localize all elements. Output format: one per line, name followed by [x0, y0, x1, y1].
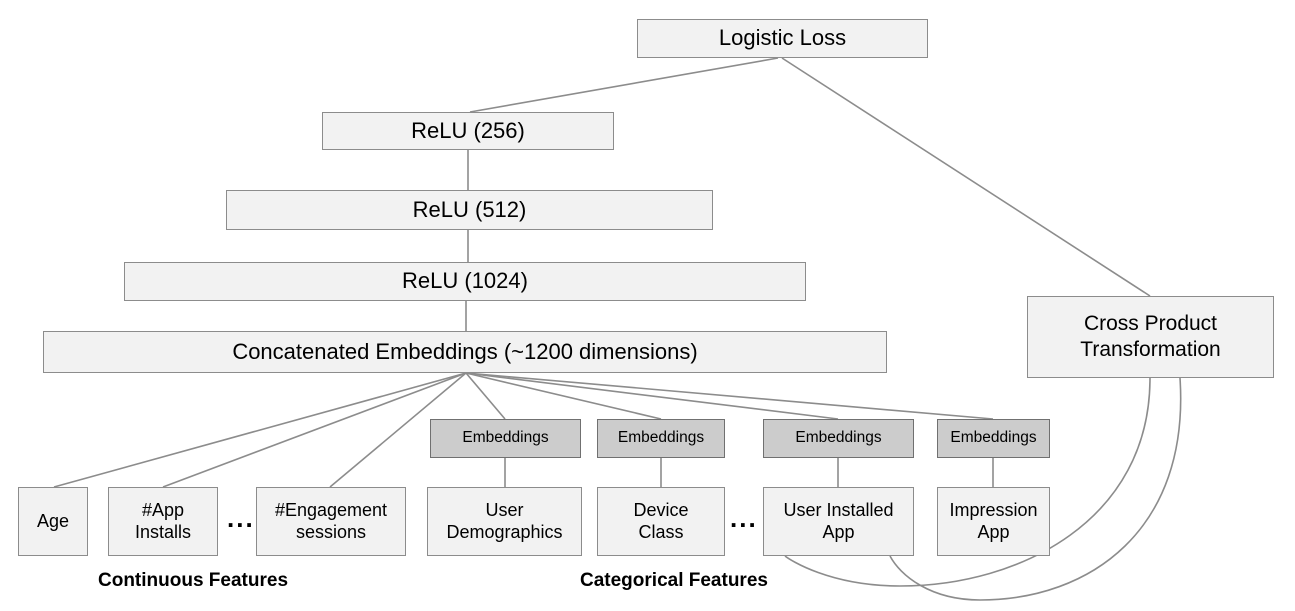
group-label-continuous-features: Continuous Features	[98, 570, 289, 591]
node-feature-impression-app-line2: App	[977, 521, 1010, 542]
node-concatenated-embeddings-label: Concatenated Embeddings (~1200 dimension…	[232, 338, 698, 364]
node-feature-device-class-line1: Device	[633, 499, 689, 520]
node-feature-impression-app-line1: Impression	[949, 499, 1038, 520]
node-feature-user-installed-app-line1: User Installed	[783, 499, 894, 520]
node-feature-app-installs[interactable]: #App Installs	[108, 487, 218, 556]
node-feature-engagement-sessions-line1: #Engagement	[274, 499, 388, 520]
node-feature-app-installs-line2: Installs	[134, 521, 192, 542]
node-relu-512[interactable]: ReLU (512)	[226, 190, 713, 230]
node-embeddings-3[interactable]: Embeddings	[763, 419, 914, 458]
edge-concat-to-embedding-1	[465, 372, 506, 420]
node-embeddings-4-label: Embeddings	[950, 429, 1037, 447]
node-embeddings-4[interactable]: Embeddings	[937, 419, 1050, 458]
edge-concat-to-appinstalls	[162, 372, 467, 488]
node-feature-device-class[interactable]: Device Class	[597, 487, 725, 556]
node-logistic-loss[interactable]: Logistic Loss	[637, 19, 928, 58]
node-embeddings-1-label: Embeddings	[462, 429, 549, 447]
edge-loss-to-crossproduct	[781, 57, 1151, 297]
node-feature-app-installs-line1: #App	[141, 499, 185, 520]
edge-concat-to-embedding-3	[465, 372, 839, 420]
node-embeddings-2-label: Embeddings	[617, 429, 705, 447]
node-relu-256[interactable]: ReLU (256)	[322, 112, 614, 150]
node-cross-product-transformation[interactable]: Cross Product Transformation	[1027, 296, 1274, 378]
node-relu-1024[interactable]: ReLU (1024)	[124, 262, 806, 301]
node-feature-age-line1: Age	[36, 510, 70, 531]
node-concatenated-embeddings[interactable]: Concatenated Embeddings (~1200 dimension…	[43, 331, 887, 373]
edge-concat-to-age	[53, 372, 467, 488]
node-feature-age[interactable]: Age	[18, 487, 88, 556]
node-feature-impression-app[interactable]: Impression App	[937, 487, 1050, 556]
node-feature-user-installed-app-line2: App	[822, 521, 855, 542]
node-cross-product-line2: Transformation	[1080, 338, 1221, 361]
node-feature-engagement-sessions[interactable]: #Engagement sessions	[256, 487, 406, 556]
node-relu-1024-label: ReLU (1024)	[402, 268, 528, 294]
node-embeddings-1[interactable]: Embeddings	[430, 419, 581, 458]
edge-concat-to-embedding-2	[465, 372, 662, 420]
node-feature-user-demographics-line1: User	[485, 499, 524, 520]
node-logistic-loss-label: Logistic Loss	[718, 25, 847, 51]
node-feature-user-demographics-line2: Demographics	[446, 521, 563, 542]
ellipsis-continuous: ...	[227, 503, 255, 533]
node-embeddings-3-label: Embeddings	[795, 429, 882, 447]
node-cross-product-line1: Cross Product	[1083, 312, 1218, 336]
ellipsis-categorical: ...	[730, 503, 758, 533]
edge-loss-to-relu256	[469, 57, 779, 113]
node-relu-256-label: ReLU (256)	[411, 117, 525, 143]
node-feature-user-demographics[interactable]: User Demographics	[427, 487, 582, 556]
node-feature-engagement-sessions-line2: sessions	[295, 521, 367, 542]
node-relu-512-label: ReLU (512)	[412, 196, 527, 222]
node-embeddings-2[interactable]: Embeddings	[597, 419, 725, 458]
group-label-categorical-features: Categorical Features	[580, 570, 768, 591]
edge-concat-to-embedding-4	[465, 372, 994, 420]
node-feature-device-class-line2: Class	[638, 521, 684, 542]
node-feature-user-installed-app[interactable]: User Installed App	[763, 487, 914, 556]
